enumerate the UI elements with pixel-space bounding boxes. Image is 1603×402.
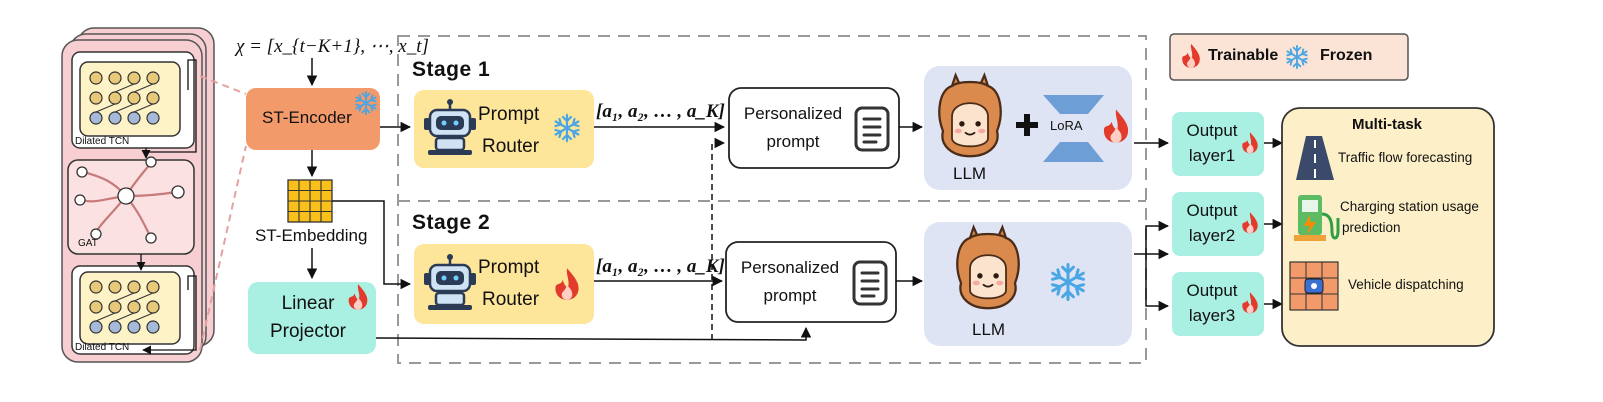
st-encoder-box <box>246 88 380 150</box>
stage2-llm-label: LLM <box>972 320 1006 339</box>
legend-trainable: Trainable <box>1208 47 1279 64</box>
gat-label: GAT <box>78 238 98 249</box>
linear-projector-line1: Linear <box>281 293 335 314</box>
st-encoder-label: ST-Encoder <box>262 108 352 127</box>
legend-frozen: Frozen <box>1320 47 1373 64</box>
multitask-item-dispatch: Vehicle dispatching <box>1348 277 1464 292</box>
stage2-prompt-line2: prompt <box>763 286 817 305</box>
stage1-router-line2: Router <box>482 136 540 157</box>
linear-projector-line2: Projector <box>269 321 347 342</box>
main-dashed-frame <box>397 35 1147 364</box>
stage1-prompt-line2: prompt <box>766 132 820 151</box>
stage1-title: Stage 1 <box>412 58 491 81</box>
top-tcn-label: Dilated TCN <box>75 136 130 147</box>
legend-box <box>1169 33 1409 81</box>
multitask-title: Multi-task <box>1352 116 1423 133</box>
stage2-prompt-box <box>725 241 897 323</box>
multitask-item-charging-line2: prediction <box>1342 220 1401 235</box>
stage2-output-vector: [a₁, a₂, … , a_K] <box>596 256 725 277</box>
output-layer2-box <box>1172 192 1264 256</box>
charging-station-icon <box>1294 195 1340 241</box>
output-layer2-line1: Output <box>1186 201 1238 220</box>
st-embedding-grid <box>287 179 333 223</box>
multitask-item-traffic: Traffic flow forecasting <box>1338 150 1473 165</box>
st-embedding-label: ST-Embedding <box>255 226 368 245</box>
output-layer2-line2: layer2 <box>1188 226 1236 245</box>
stage1-prompt-line1: Personalized <box>743 104 843 123</box>
output-layer3-line2: layer3 <box>1188 306 1236 325</box>
multitask-item-charging-line1: Charging station usage <box>1340 199 1479 214</box>
bottom-tcn-label: Dilated TCN <box>75 342 130 353</box>
output-layer1-box <box>1172 112 1264 176</box>
stage1-router-line1: Prompt <box>478 104 540 125</box>
vehicle-dispatch-icon <box>1289 261 1339 311</box>
lora-icon <box>1043 95 1104 162</box>
input-formula: χ = [x_{t−K+1}, ⋯, x_t] <box>236 36 429 57</box>
stage2-prompt-line1: Personalized <box>740 258 840 277</box>
plus-icon <box>1016 114 1038 136</box>
output-layer3-box <box>1172 272 1264 336</box>
output-layer1-line1: Output <box>1186 121 1238 140</box>
output-layer3-line1: Output <box>1186 281 1238 300</box>
stage2-router-line2: Router <box>482 289 540 310</box>
stage2-llm-panel <box>924 222 1132 346</box>
lora-label: LoRA <box>1050 118 1083 133</box>
output-layer1-line2: layer1 <box>1188 146 1236 165</box>
left-panel <box>61 27 215 363</box>
stage2-title: Stage 2 <box>412 211 491 234</box>
stage2-router-line1: Prompt <box>478 257 540 278</box>
road-icon <box>1296 136 1334 180</box>
stage1-output-vector: [a₁, a₂, … , a_K] <box>596 101 725 122</box>
stage1-llm-label: LLM <box>953 164 987 183</box>
linear-projector-box <box>248 282 376 354</box>
